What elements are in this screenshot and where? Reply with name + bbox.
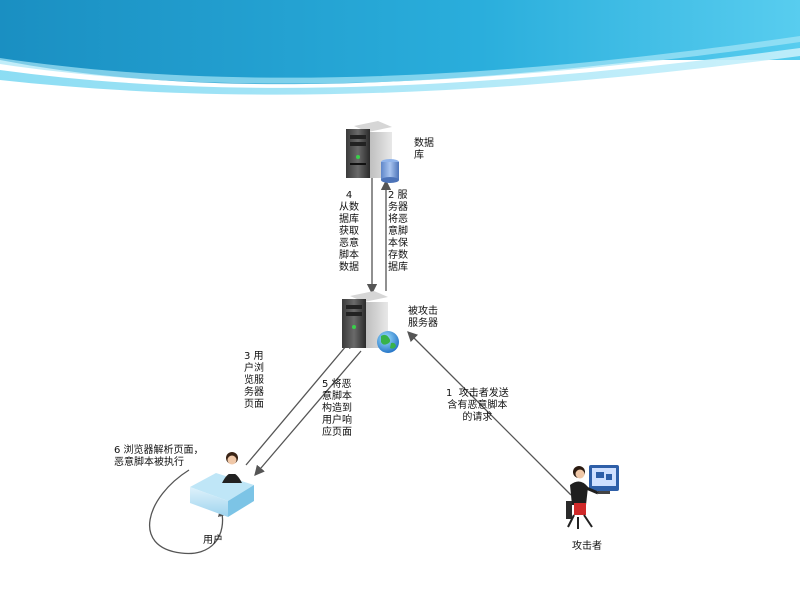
diagram-canvas xyxy=(149,121,619,555)
database-label: 数据 库 xyxy=(414,138,434,161)
database-server-icon xyxy=(346,121,399,183)
arrow-attacker-to-server xyxy=(407,331,572,496)
user-at-desk-icon xyxy=(190,452,254,517)
xss-diagram: 数据 库 被攻击 服务器 用户 攻击者 1 攻击者发送 含有恶意脚本 的请求 2… xyxy=(86,117,659,562)
server-label: 被攻击 服务器 xyxy=(408,306,438,329)
header-wave-decoration xyxy=(0,0,800,95)
web-server-icon xyxy=(342,291,399,353)
attacker-label: 攻击者 xyxy=(572,541,602,552)
curved-arrow-script-executes xyxy=(149,469,229,555)
step-5-label: 5 将恶 意脚本 构造到 用户响 应页面 xyxy=(322,379,352,438)
step-6-label: 6 浏览器解析页面， 恶意脚本被执行 xyxy=(114,445,204,468)
arrow-user-to-server xyxy=(245,338,353,466)
step-1-label: 1 攻击者发送 含有恶意脚本 的请求 xyxy=(446,388,509,423)
step-2-label: 2 服 务器 将恶 意脚 本保 存数 据库 xyxy=(388,190,408,273)
user-label: 用户 xyxy=(203,535,223,546)
step-3-label: 3 用 户浏 览服 务器 页面 xyxy=(244,351,264,410)
arrow-server-to-user xyxy=(254,350,362,476)
attacker-icon xyxy=(566,465,619,529)
step-4-label: 4 从数 据库 获取 恶意 脚本 数据 xyxy=(339,190,359,273)
